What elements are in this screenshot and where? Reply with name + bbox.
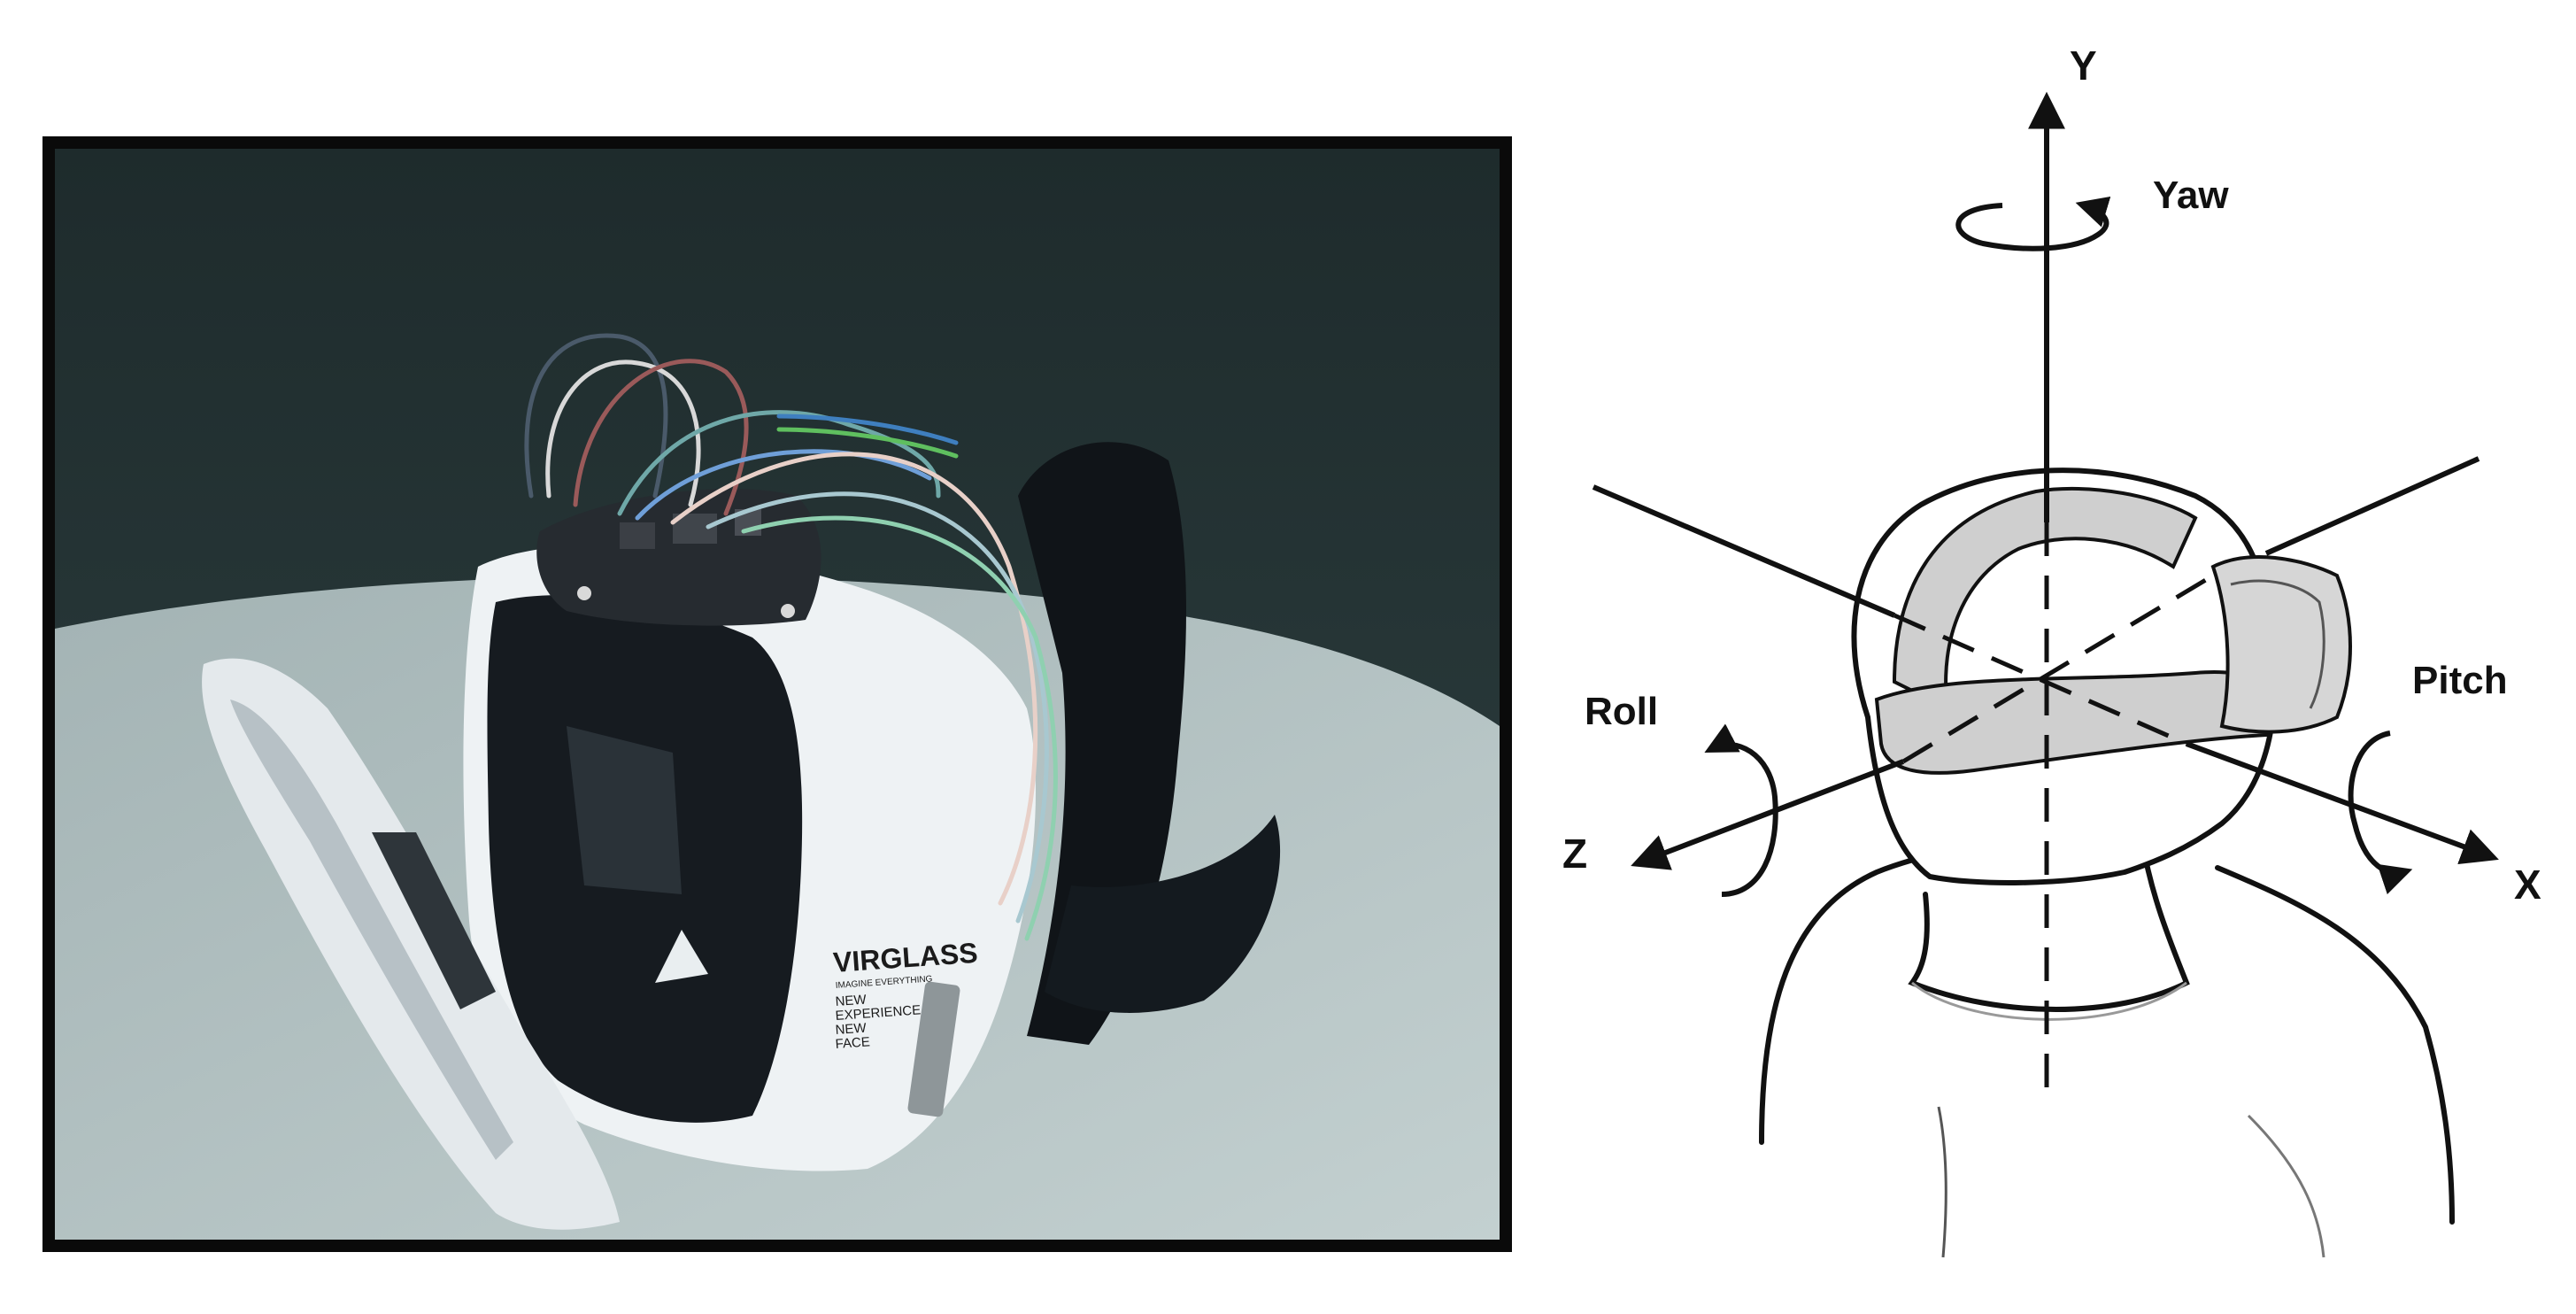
z-axis-label: Z <box>1562 831 1587 877</box>
headset-slogan-1: NEW <box>835 993 868 1009</box>
pitch-rotation-arrow <box>2348 730 2413 895</box>
x-axis-label: X <box>2514 862 2541 908</box>
headset-photo: VIRGLASS IMAGINE EVERYTHING NEW EXPERIEN… <box>42 136 1512 1252</box>
roll-label: Roll <box>1585 690 1658 733</box>
headset-slogan-3: NEW <box>835 1021 868 1038</box>
rotation-diagram: Y Z X Yaw Pitch Roll <box>1562 43 2541 1258</box>
headset-slogan-4: FACE <box>835 1034 870 1052</box>
y-axis-label: Y <box>2070 43 2097 89</box>
torso-outline <box>1759 839 2455 1225</box>
head-strap-side <box>1874 670 2278 775</box>
pitch-label: Pitch <box>2412 659 2508 702</box>
sensor-wires <box>524 333 1058 941</box>
dashed-head-axes <box>1893 522 2215 1089</box>
neck-outline <box>1908 839 2190 1012</box>
diagonal-axis-right <box>2264 456 2480 556</box>
wire-connector <box>907 981 960 1117</box>
roll-rotation-arrow <box>1704 723 1778 897</box>
headset-slogan-2: EXPERIENCE <box>835 1002 922 1024</box>
z-axis-line <box>1631 759 1905 870</box>
x-axis-line <box>2185 741 2499 865</box>
yaw-rotation-arrow <box>1955 197 2111 251</box>
yaw-label: Yaw <box>2153 174 2229 217</box>
head-strap-top <box>1892 486 2198 712</box>
diagonal-axis-left <box>1592 484 1896 618</box>
electronics-board <box>536 489 821 626</box>
